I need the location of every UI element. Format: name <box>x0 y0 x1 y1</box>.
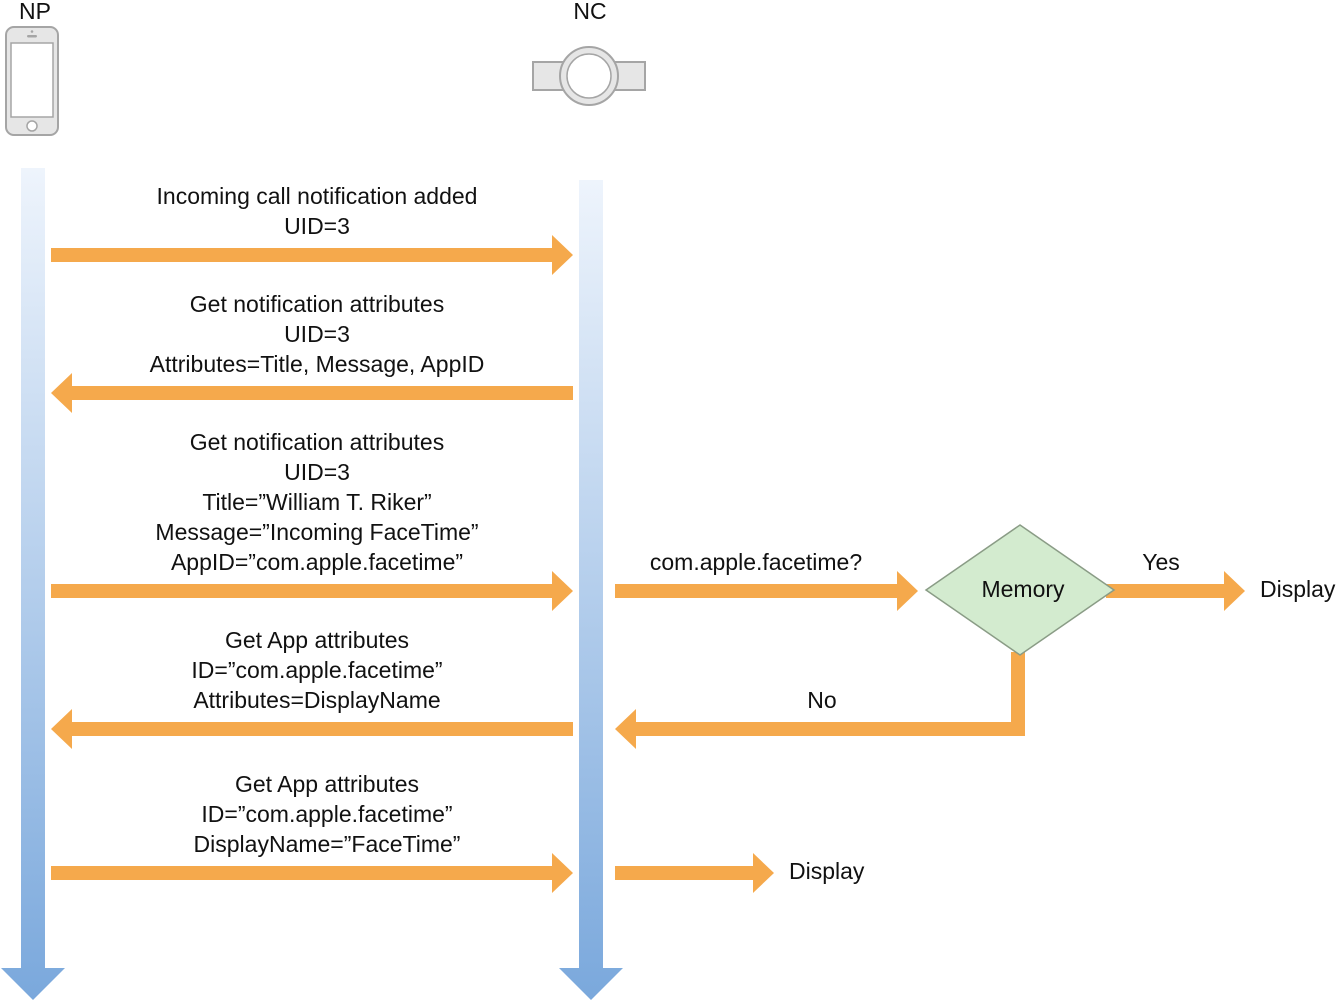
message-line: Get App attributes <box>234 771 420 797</box>
yes-arrow <box>1106 571 1245 611</box>
message-arrow-2 <box>51 373 573 413</box>
message-line: Attributes=DisplayName <box>193 687 441 713</box>
message-arrow-5 <box>51 853 573 893</box>
no-label: No <box>807 687 837 713</box>
yes-label: Yes <box>1142 549 1180 575</box>
message-line: Get notification attributes <box>189 429 445 455</box>
message-line: DisplayName=”FaceTime” <box>193 831 461 857</box>
query-arrow <box>615 571 918 611</box>
message-line: ID=”com.apple.facetime” <box>201 801 453 827</box>
np-label: NP <box>19 0 51 24</box>
display-arrow <box>615 853 774 893</box>
query-label: com.apple.facetime? <box>649 549 863 575</box>
display-final-label: Display <box>789 858 865 884</box>
message-line: ID=”com.apple.facetime” <box>191 657 443 683</box>
message-label-2: Get notification attributes UID=3 Attrib… <box>150 289 485 379</box>
nc-label: NC <box>573 0 607 24</box>
message-arrow-1 <box>51 235 573 275</box>
message-label-5: Get App attributes ID=”com.apple.facetim… <box>194 769 461 859</box>
np-lifeline <box>1 168 65 1000</box>
display-yes-label: Display <box>1260 576 1336 602</box>
message-line: UID=3 <box>284 321 350 347</box>
message-line: Get App attributes <box>224 627 410 653</box>
watch-icon <box>532 46 646 106</box>
message-arrow-3 <box>51 571 573 611</box>
message-line: Message=”Incoming FaceTime” <box>155 519 479 545</box>
message-label-3: Get notification attributes UID=3 Title=… <box>155 427 478 577</box>
message-arrow-4 <box>51 709 573 749</box>
no-arrow <box>615 652 1025 749</box>
message-line: Incoming call notification added <box>156 183 478 209</box>
message-line: UID=3 <box>284 213 350 239</box>
memory-decision-diamond <box>924 524 1116 656</box>
message-label-1: Incoming call notification added UID=3 <box>157 181 478 241</box>
message-line: AppID=”com.apple.facetime” <box>170 549 464 575</box>
message-line: Get notification attributes <box>189 291 445 317</box>
phone-icon <box>5 26 59 136</box>
message-line: UID=3 <box>284 459 350 485</box>
decision-label: Memory <box>981 576 1065 602</box>
nc-lifeline <box>559 180 623 1000</box>
message-line: Attributes=Title, Message, AppID <box>149 351 485 377</box>
message-line: Title=”William T. Riker” <box>202 489 432 515</box>
message-label-4: Get App attributes ID=”com.apple.facetim… <box>191 625 442 715</box>
